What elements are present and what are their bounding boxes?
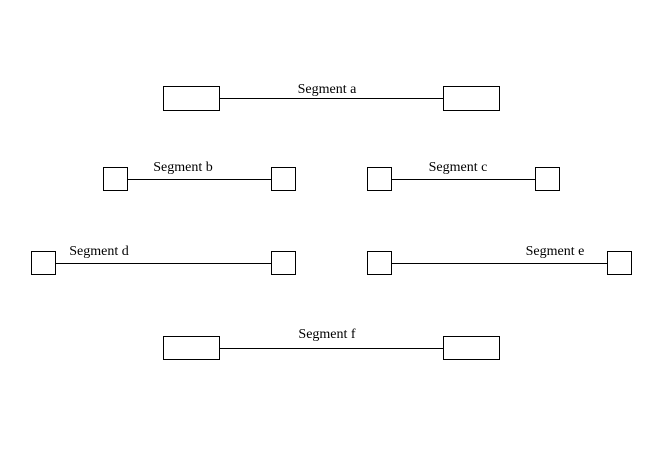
segment-b: Segment b [103,160,296,191]
segment-e: Segment e [367,244,632,275]
segment-c: Segment c [367,160,560,191]
segment-d: Segment d [31,244,296,275]
segment-d-right-box [271,251,296,275]
segment-a-label: Segment a [298,82,357,97]
segment-e-left-box [367,251,392,275]
segment-c-label: Segment c [429,160,488,175]
segment-f-left-box [163,336,220,360]
segment-b-label: Segment b [153,160,213,175]
segment-c-left-box [367,167,392,191]
segment-d-left-box [31,251,56,275]
segment-f-label: Segment f [298,327,355,342]
segment-c-right-box [535,167,560,191]
segment-b-left-box [103,167,128,191]
segment-d-label: Segment d [69,244,129,259]
segment-e-right-box [607,251,632,275]
segment-b-right-box [271,167,296,191]
segment-a-right-box [443,86,500,111]
segment-a: Segment a [163,82,500,111]
segment-f-right-box [443,336,500,360]
segment-f: Segment f [163,327,500,360]
segment-a-left-box [163,86,220,111]
segment-e-label: Segment e [526,244,585,259]
